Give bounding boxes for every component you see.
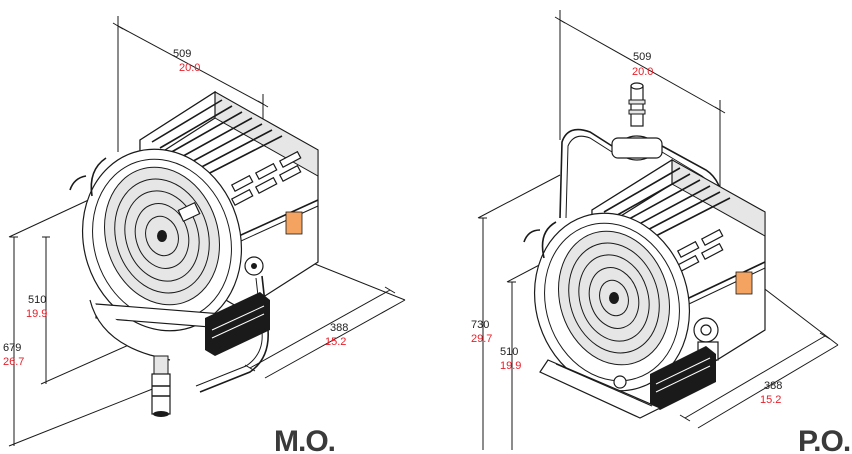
mo-lens-height-imperial: 19.9	[26, 308, 47, 320]
mo-top-vents	[151, 99, 283, 179]
fixture-po: 509 20.0 388 15.2 730 29.7 510 19.9 P.O.	[471, 10, 851, 454]
mo-width-imperial: 20.0	[179, 62, 200, 74]
fixture-mo: 509 20.0 388 15.2 510 19.9 679 26.7 M.O.	[3, 16, 406, 454]
mo-warning-label	[285, 211, 303, 235]
po-warning-label	[735, 271, 753, 295]
po-total-height-imperial: 29.7	[471, 333, 492, 345]
mo-total-height-imperial: 26.7	[3, 356, 24, 368]
mo-fresnel-lens	[69, 148, 243, 332]
mo-width-metric: 509	[173, 48, 191, 60]
mo-lens-height-metric: 510	[28, 294, 46, 306]
po-fresnel-lens	[523, 212, 691, 392]
mo-yoke-assembly	[89, 256, 270, 417]
mo-depth-imperial: 15.2	[325, 336, 346, 348]
po-depth-metric: 388	[764, 380, 782, 392]
mo-total-height-metric: 679	[3, 342, 21, 354]
po-side-vents	[671, 228, 766, 313]
po-width-metric: 509	[633, 51, 651, 63]
po-lens-height-metric: 510	[500, 346, 518, 358]
mo-label: M.O.	[274, 425, 335, 454]
po-lens-height-imperial: 19.9	[500, 360, 521, 372]
po-total-height-metric: 730	[471, 319, 489, 331]
mo-depth-metric: 388	[330, 322, 348, 334]
po-base-assembly	[539, 317, 719, 419]
po-width-imperial: 20.0	[632, 66, 653, 78]
po-label: P.O.	[798, 425, 850, 454]
po-yoke	[559, 82, 723, 321]
mo-side-vents	[229, 150, 319, 247]
po-depth-imperial: 15.2	[760, 394, 781, 406]
